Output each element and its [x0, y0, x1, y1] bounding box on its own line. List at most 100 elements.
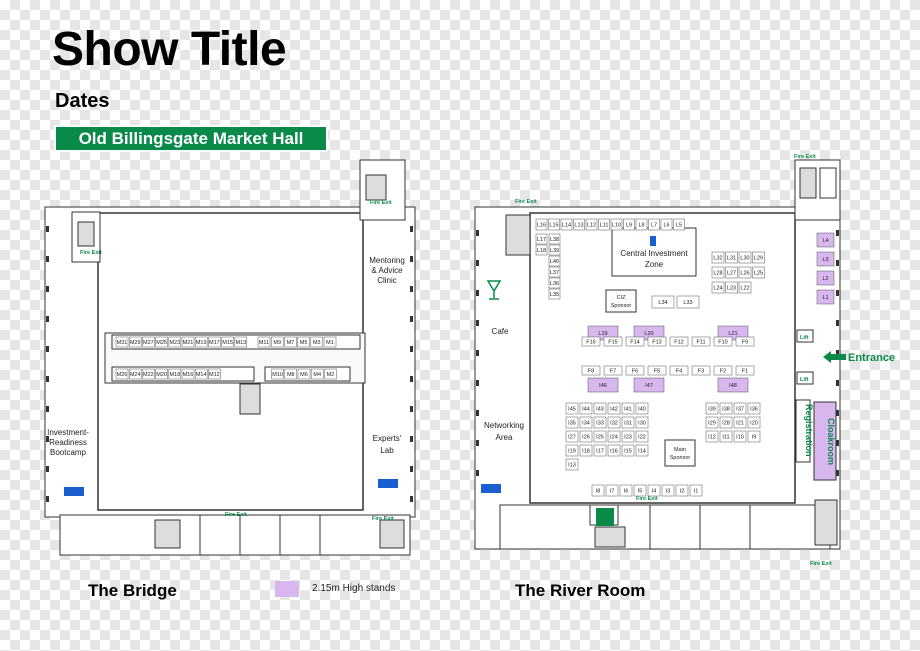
stand-label: L1: [822, 295, 828, 301]
stand-label: I5: [638, 489, 643, 495]
stand-l19: L19: [587, 325, 619, 341]
stand-i40: I40: [635, 402, 649, 415]
stand-i37: I37: [733, 402, 747, 415]
stand-label: M17: [209, 340, 220, 346]
stand-label: L16: [537, 223, 546, 229]
stand-m25: M25: [155, 336, 168, 348]
stand-label: I12: [708, 435, 716, 441]
stand-label: I21: [736, 421, 744, 427]
stand-i8: I8: [591, 484, 605, 497]
stand-i11: I11: [719, 430, 733, 443]
fire-exit-label: Fire Exit: [636, 496, 658, 502]
stand-f16: F16: [581, 336, 601, 347]
stand-f15: F15: [603, 336, 623, 347]
stand-label: L11: [600, 223, 609, 229]
stand-label: M31: [117, 340, 128, 346]
stand-i10: I10: [733, 430, 747, 443]
river-labels: Central Investment Zone CIZ Sponsor Cafe…: [484, 154, 895, 567]
stand-label: I22: [638, 435, 646, 441]
stand-label: M26: [117, 372, 128, 378]
stand-i9: I9: [747, 430, 761, 443]
stand-i33: I33: [593, 416, 607, 429]
stand-i24: I24: [607, 430, 621, 443]
stand-label: I32: [610, 421, 618, 427]
stand-label: M27: [143, 340, 154, 346]
stand-m26: M26: [115, 368, 129, 380]
experts-label-2: Lab: [380, 446, 394, 455]
stand-label: M2: [327, 372, 335, 378]
stand-label: L37: [550, 270, 559, 276]
stand-l12: L12: [585, 218, 598, 231]
stand-label: L12: [587, 223, 596, 229]
stand-label: L31: [727, 256, 736, 262]
stand-f6: F6: [625, 365, 645, 376]
stand-label: M9: [273, 340, 281, 346]
legend-text: 2.15m High stands: [312, 583, 396, 594]
stand-l11: L11: [598, 218, 610, 231]
stand-f1: F1: [735, 365, 755, 376]
stand-m14: M14: [194, 368, 208, 380]
stand-f11: F11: [691, 336, 711, 347]
stand-m18: M18: [168, 368, 182, 380]
stand-m21: M21: [181, 336, 195, 348]
stand-l21: L21: [717, 325, 749, 341]
stand-label: I27: [568, 435, 576, 441]
stand-label: L13: [574, 223, 583, 229]
stand-label: I42: [610, 407, 618, 413]
stand-l32: L32: [711, 251, 725, 264]
stand-label: F9: [742, 340, 748, 346]
stand-l16: L16: [535, 218, 548, 231]
stand-l35: L35: [548, 288, 561, 300]
stand-label: I26: [582, 435, 590, 441]
stand-label: M14: [196, 372, 207, 378]
stand-label: I19: [568, 449, 576, 455]
stand-label: L14: [562, 223, 571, 229]
stand-i34: I34: [579, 416, 593, 429]
stand-i36: I36: [747, 402, 761, 415]
stand-i13: I13: [565, 458, 579, 471]
stand-label: M16: [183, 372, 194, 378]
main-sponsor-label-2: Sponsor: [670, 455, 691, 461]
ciz-sponsor-label-2: Sponsor: [611, 303, 632, 309]
stand-label: L35: [550, 292, 559, 298]
fire-exit-label: Fire Exit: [810, 561, 832, 567]
stand-label: M12: [209, 372, 220, 378]
stand-label: M3: [313, 340, 321, 346]
stand-label: F7: [610, 369, 616, 375]
stand-m17: M17: [208, 336, 221, 348]
stand-label: L26: [740, 271, 749, 277]
stand-l4: L4: [816, 232, 835, 248]
stand-i23: I23: [621, 430, 635, 443]
stand-f3: F3: [691, 365, 711, 376]
stand-label: L6: [663, 223, 669, 229]
stand-label: L27: [727, 271, 736, 277]
stand-label: M19: [196, 340, 207, 346]
stand-l40: L40: [548, 255, 561, 267]
stand-label: L25: [754, 271, 763, 277]
stand-label: F16: [586, 340, 595, 346]
stand-label: I6: [624, 489, 629, 495]
networking-label-1: Networking: [484, 421, 524, 430]
stand-l24: L24: [711, 281, 725, 294]
stand-label: I17: [596, 449, 604, 455]
stand-label: I8: [596, 489, 601, 495]
stand-f8: F8: [581, 365, 601, 376]
stand-label: I28: [722, 421, 730, 427]
stand-label: F6: [632, 369, 638, 375]
stand-label: I10: [736, 435, 744, 441]
stand-i38: I38: [719, 402, 733, 415]
stand-i2: I2: [675, 484, 689, 497]
stand-label: I4: [652, 489, 657, 495]
central-zone-label-1: Central Investment: [620, 249, 688, 258]
stand-l34: L34: [651, 295, 675, 309]
stand-l10: L10: [610, 218, 623, 231]
stand-i41: I41: [621, 402, 635, 415]
stand-label: F4: [676, 369, 682, 375]
stand-m7: M7: [284, 336, 297, 348]
stand-label: I48: [729, 383, 737, 389]
stand-label: I31: [624, 421, 632, 427]
stand-m5: M5: [297, 336, 310, 348]
stand-label: L4: [822, 238, 828, 244]
stand-label: I47: [645, 383, 653, 389]
